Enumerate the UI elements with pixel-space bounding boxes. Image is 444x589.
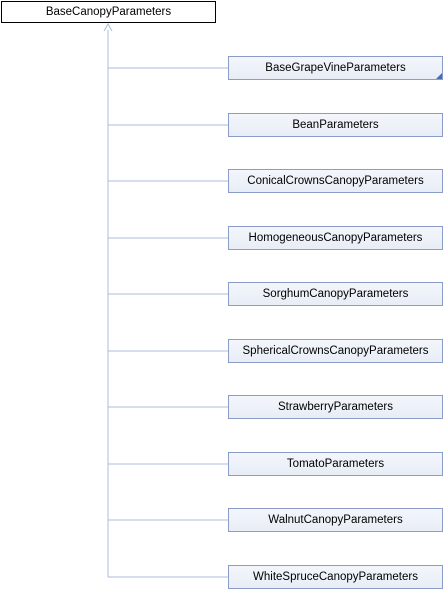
derived-class-label: BeanParameters xyxy=(292,119,379,131)
derived-class-node[interactable]: WhiteSpruceCanopyParameters xyxy=(228,565,443,589)
derived-class-node[interactable]: StrawberryParameters xyxy=(228,395,443,419)
derived-class-node[interactable]: BaseGrapeVineParameters xyxy=(228,56,443,80)
derived-class-node[interactable]: SphericalCrownsCanopyParameters xyxy=(228,339,443,363)
derived-class-node[interactable]: SorghumCanopyParameters xyxy=(228,282,443,306)
derived-class-node[interactable]: ConicalCrownsCanopyParameters xyxy=(228,169,443,193)
derived-class-label: WalnutCanopyParameters xyxy=(268,514,403,526)
inheritance-arrowhead-icon xyxy=(103,22,113,32)
base-class-label: BaseCanopyParameters xyxy=(45,6,172,18)
derived-class-label: SorghumCanopyParameters xyxy=(262,288,409,300)
derived-class-label: SphericalCrownsCanopyParameters xyxy=(242,345,429,357)
derived-class-label: HomogeneousCanopyParameters xyxy=(248,232,423,244)
expand-marker-icon xyxy=(436,73,442,79)
derived-class-label: WhiteSpruceCanopyParameters xyxy=(253,571,418,583)
derived-class-label: TomatoParameters xyxy=(286,458,385,470)
derived-class-node[interactable]: WalnutCanopyParameters xyxy=(228,508,443,532)
derived-class-label: ConicalCrownsCanopyParameters xyxy=(247,175,424,187)
derived-class-label: BaseGrapeVineParameters xyxy=(265,62,406,74)
derived-class-node[interactable]: HomogeneousCanopyParameters xyxy=(228,226,443,250)
derived-class-label: StrawberryParameters xyxy=(277,401,394,413)
base-class-node: BaseCanopyParameters xyxy=(1,1,216,23)
derived-class-node[interactable]: BeanParameters xyxy=(228,113,443,137)
derived-class-node[interactable]: TomatoParameters xyxy=(228,452,443,476)
